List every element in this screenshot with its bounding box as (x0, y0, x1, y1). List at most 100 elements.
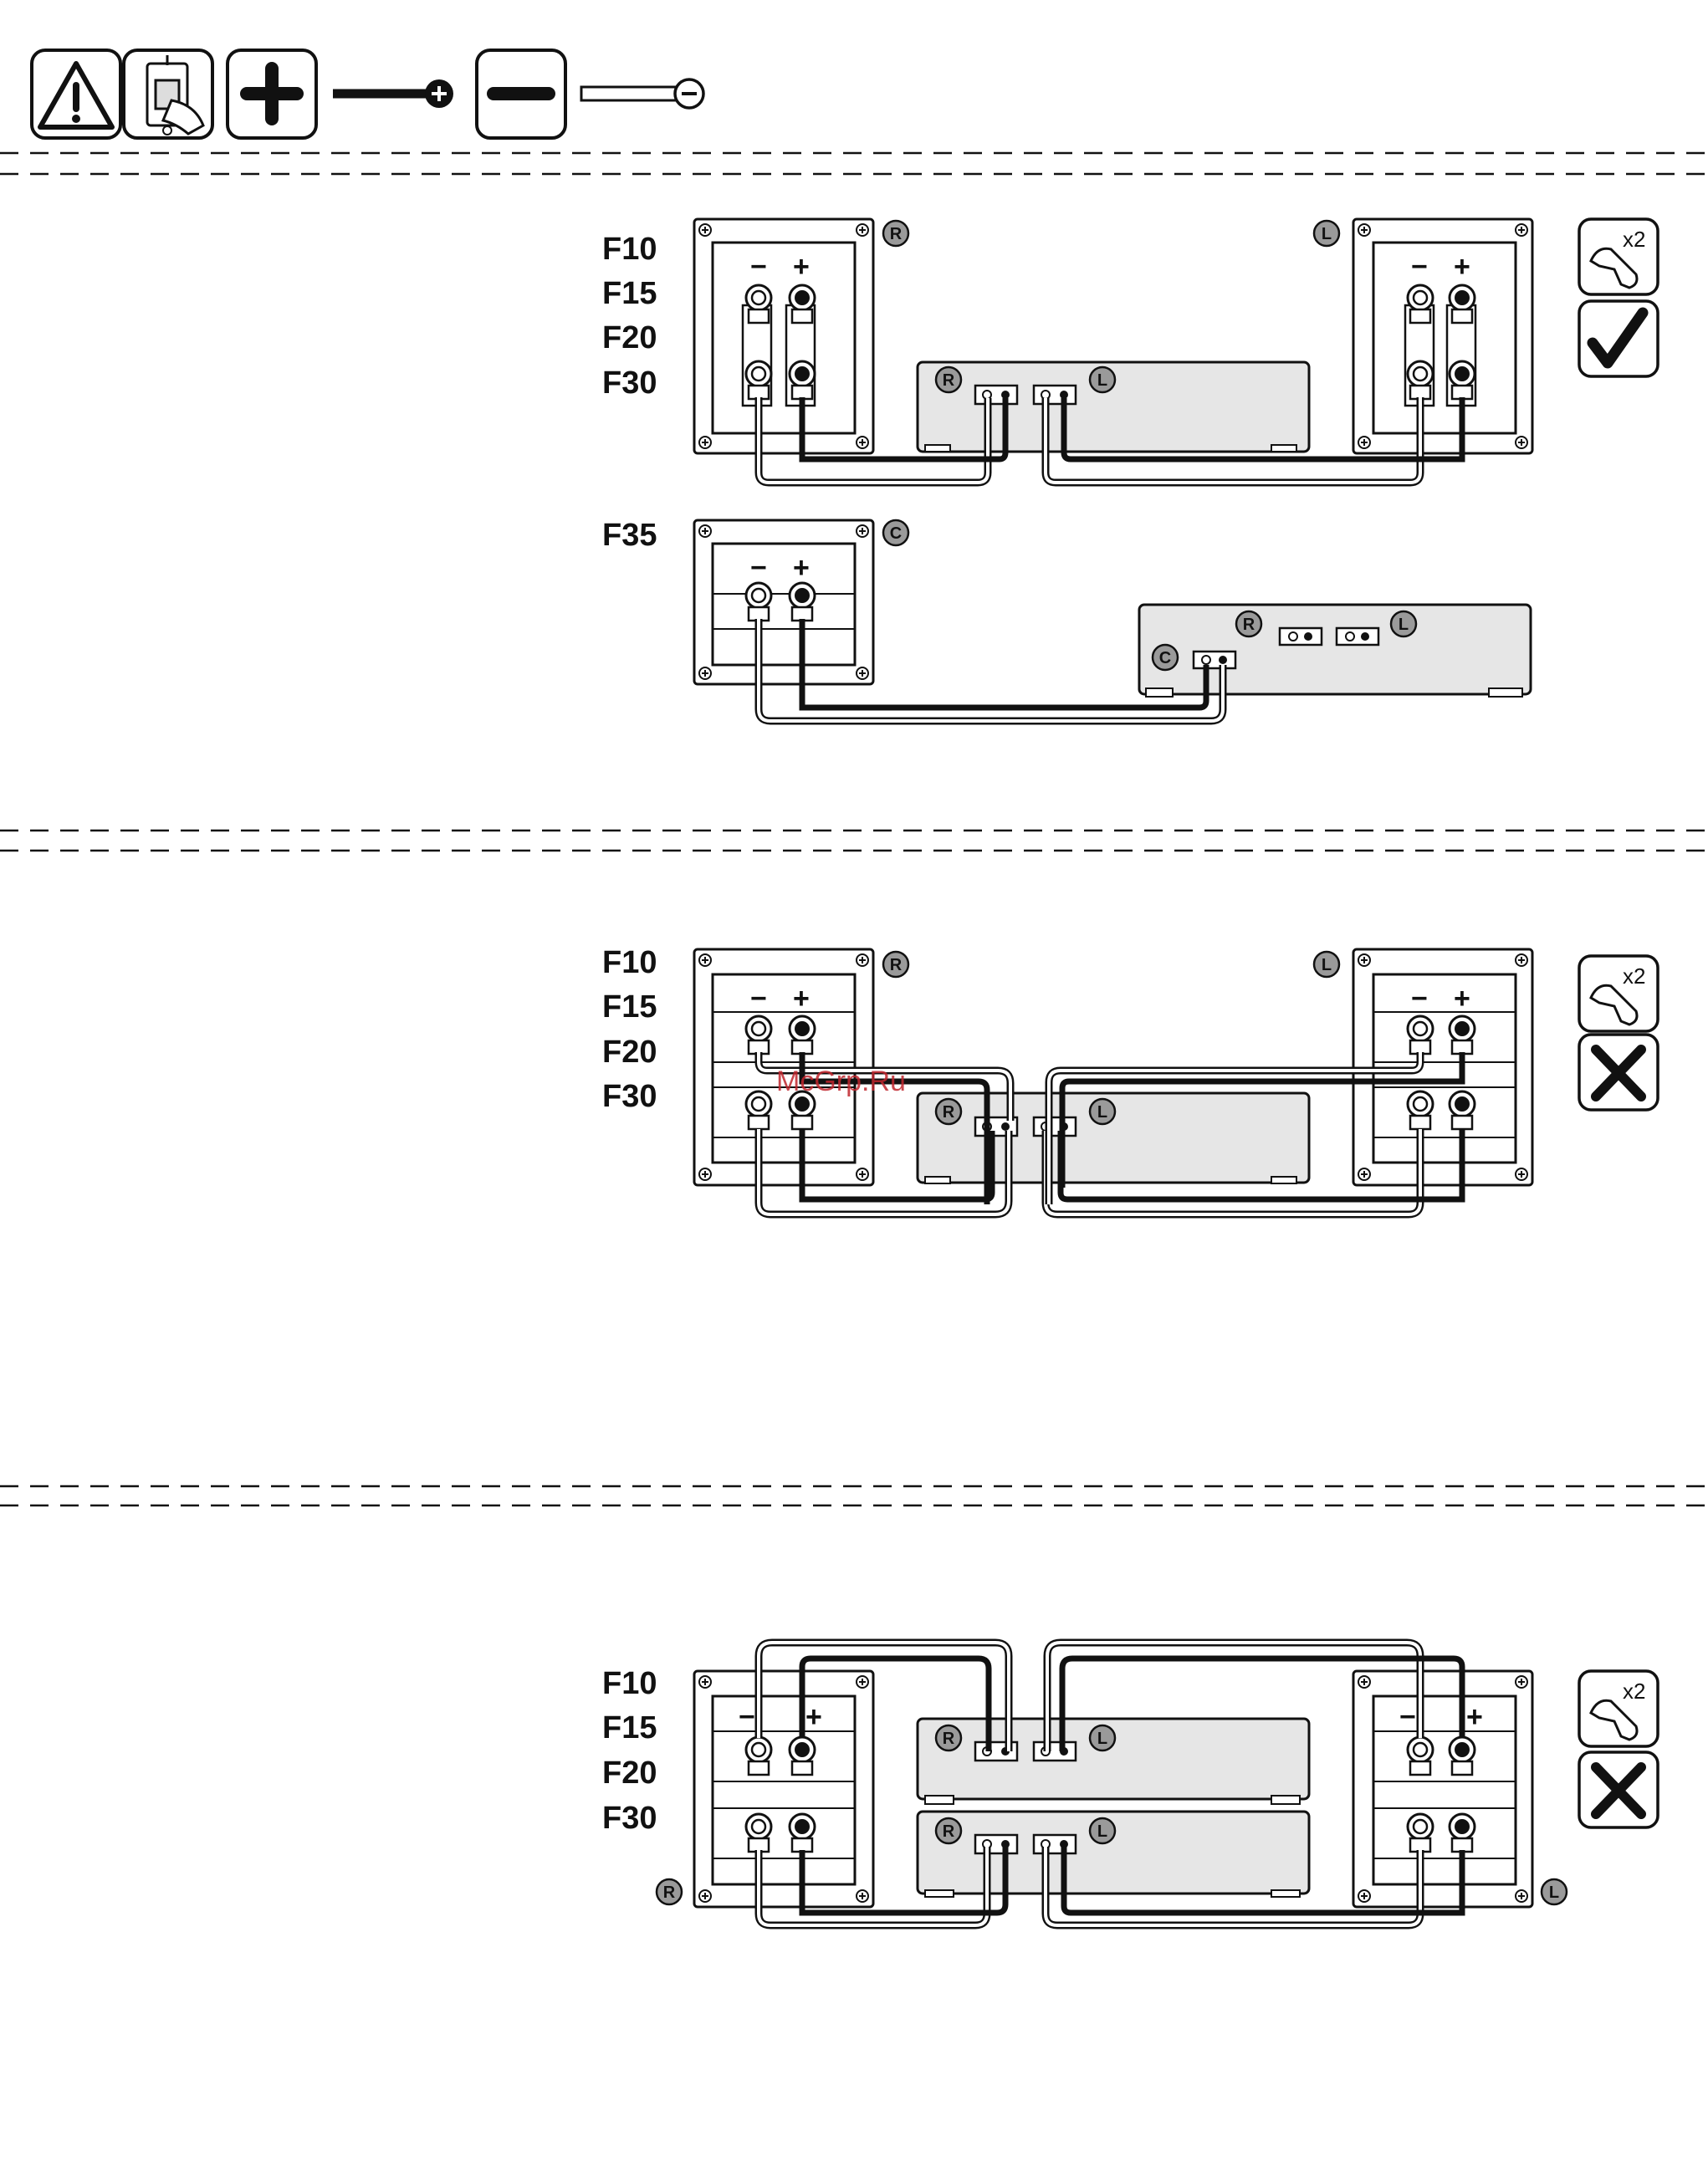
center-speaker-terminal-panel: − + (694, 520, 873, 684)
left-speaker-terminal-panel: − + (1353, 1671, 1532, 1907)
channel-letter: R (663, 1883, 676, 1902)
upper-amplifier: R L (918, 1719, 1309, 1804)
warning-icon (32, 50, 120, 138)
stereo-amplifier: R L (918, 1093, 1309, 1183)
plus-label: + (1466, 1701, 1483, 1733)
av-amplifier: C R L (1139, 605, 1531, 697)
channel-letter: L (1322, 225, 1332, 243)
plus-terminal (1450, 1091, 1475, 1129)
minus-terminal (1408, 361, 1433, 399)
channel-letter: L (1322, 956, 1332, 974)
minus-label: − (750, 552, 767, 584)
right-speaker-terminal-panel: − + (694, 219, 873, 453)
plus-terminal (1450, 285, 1475, 323)
model-label: F15 (602, 989, 657, 1025)
pair-count-label: x2 (1623, 963, 1645, 989)
section-bi-amping: F10 F15 F20 F30 − + R (602, 1643, 1658, 1925)
plus-terminal (790, 361, 815, 399)
minus-terminal (746, 1814, 771, 1852)
channel-letter: L (1097, 1822, 1107, 1841)
plus-icon (228, 50, 316, 138)
channel-letter: L (1549, 1883, 1559, 1902)
plus-label: + (805, 1701, 822, 1733)
channel-letter: R (1243, 616, 1255, 634)
plus-terminal (1450, 1016, 1475, 1054)
model-label: F35 (602, 518, 657, 553)
plus-terminal (1450, 1814, 1475, 1852)
right-channel-badge: R (657, 1879, 682, 1904)
cross-mark-icon (1579, 1035, 1658, 1110)
channel-letter: C (890, 524, 902, 543)
channel-letter: L (1097, 371, 1107, 390)
plus-terminal (790, 583, 815, 621)
plus-label: + (793, 552, 810, 584)
power-switch-icon (124, 50, 212, 138)
plus-terminal-wire-icon (333, 79, 453, 108)
right-channel-badge: R (883, 221, 908, 246)
model-label: F15 (602, 1710, 657, 1745)
left-channel-badge: L (1542, 1879, 1567, 1904)
stereo-amplifier: R L (918, 362, 1309, 452)
channel-letter: L (1399, 616, 1409, 634)
minus-label: − (750, 251, 767, 283)
model-label: F10 (602, 232, 657, 267)
model-labels: F10 F15 F20 F30 (602, 1666, 657, 1836)
watermark: McGrp.Ru (776, 1066, 906, 1097)
right-channel-badge: R (883, 952, 908, 977)
minus-label: − (1411, 251, 1428, 283)
minus-terminal (1408, 1016, 1433, 1054)
plus-label: + (1454, 251, 1470, 283)
check-mark-icon (1579, 301, 1658, 376)
plus-label: + (1454, 983, 1470, 1015)
minus-terminal (746, 1737, 771, 1775)
minus-terminal (746, 361, 771, 399)
plus-terminal (790, 1016, 815, 1054)
channel-letter: R (890, 956, 903, 974)
minus-terminal (1408, 1814, 1433, 1852)
center-channel-badge: C (883, 520, 908, 545)
plus-terminal (790, 1737, 815, 1775)
left-channel-badge: L (1314, 952, 1339, 977)
section-single-wiring: F10 F15 F20 F30 − + R (602, 219, 1658, 721)
channel-letter: R (943, 1103, 955, 1122)
left-channel-badge: L (1314, 221, 1339, 246)
pair-count-label: x2 (1623, 227, 1645, 252)
model-labels: F10 F15 F20 F30 (602, 945, 657, 1114)
minus-terminal (746, 1016, 771, 1054)
right-speaker-terminal-panel: − + (694, 1671, 873, 1907)
model-labels: F10 F15 F20 F30 (602, 232, 657, 401)
minus-icon (477, 50, 565, 138)
channel-letter: R (943, 1822, 955, 1841)
model-label: F15 (602, 276, 657, 311)
model-label: F20 (602, 1756, 657, 1791)
minus-label: − (1399, 1701, 1416, 1733)
minus-terminal (746, 583, 771, 621)
channel-letter: L (1097, 1730, 1107, 1748)
wrench-pair-icon: x2 (1579, 219, 1658, 294)
left-speaker-terminal-panel: − + (1353, 219, 1532, 453)
channel-letter: R (943, 371, 955, 390)
minus-label: − (1411, 983, 1428, 1015)
model-label: F30 (602, 1801, 657, 1836)
cross-mark-icon (1579, 1752, 1658, 1827)
wrench-pair-icon: x2 (1579, 1671, 1658, 1746)
channel-letter: R (943, 1730, 955, 1748)
header-icons (32, 50, 703, 138)
section-bi-wiring: F10 F15 F20 F30 − + R (602, 945, 1658, 1214)
minus-terminal (746, 1091, 771, 1129)
plus-label: + (793, 983, 810, 1015)
model-label: F30 (602, 1079, 657, 1114)
model-label: F20 (602, 320, 657, 355)
minus-terminal (1408, 1737, 1433, 1775)
plus-terminal (1450, 361, 1475, 399)
plus-label: + (793, 251, 810, 283)
model-label: F20 (602, 1035, 657, 1070)
model-label: F30 (602, 365, 657, 401)
model-label: F10 (602, 945, 657, 980)
plus-terminal (790, 285, 815, 323)
minus-terminal (1408, 1091, 1433, 1129)
lower-amplifier: R L (918, 1812, 1309, 1897)
plus-terminal (790, 1814, 815, 1852)
minus-terminal (746, 285, 771, 323)
